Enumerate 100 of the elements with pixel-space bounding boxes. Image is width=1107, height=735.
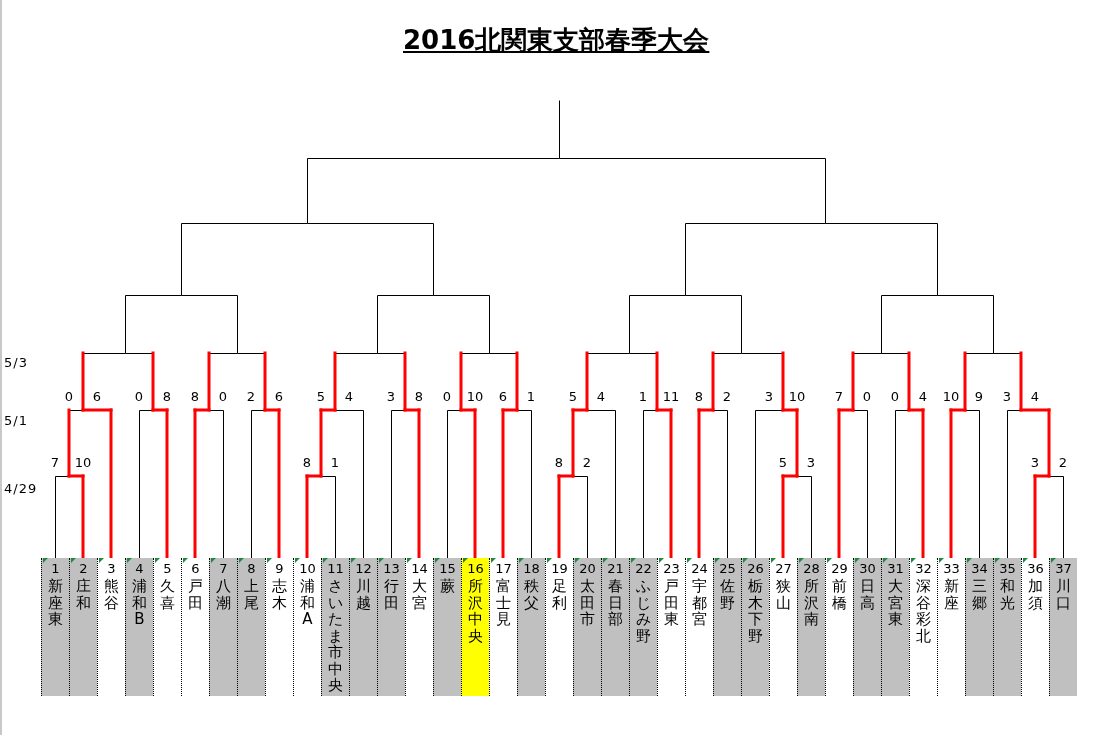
score-label: 8 <box>162 388 172 404</box>
team-name: 浦和A <box>299 578 316 628</box>
team-number: 18 <box>523 561 540 576</box>
team-cell <box>1049 558 1077 696</box>
team-cell <box>713 558 741 696</box>
team-number: 10 <box>299 561 316 576</box>
team-name: 戸田 <box>187 578 204 611</box>
team-name: 春日部 <box>607 578 624 628</box>
score-label: 4 <box>1030 388 1040 404</box>
team-number: 34 <box>971 561 988 576</box>
team-number: 30 <box>859 561 876 576</box>
team-name: 蕨 <box>439 578 456 595</box>
team-name: 栃木下野 <box>747 578 764 644</box>
team-number: 29 <box>831 561 848 576</box>
team-cell <box>377 558 405 696</box>
team-number: 20 <box>579 561 596 576</box>
team-name: 加須 <box>1027 578 1044 611</box>
team-number: 33 <box>943 561 960 576</box>
score-label: 3 <box>1002 388 1012 404</box>
team-number: 15 <box>439 561 456 576</box>
score-label: 5 <box>316 388 326 404</box>
score-label: 6 <box>92 388 102 404</box>
team-cell <box>321 558 349 696</box>
team-number: 24 <box>691 561 708 576</box>
score-label: 0 <box>134 388 144 404</box>
team-name: ふじみ野 <box>635 578 652 644</box>
team-number: 12 <box>355 561 372 576</box>
team-name: 三郷 <box>971 578 988 611</box>
team-number: 4 <box>135 561 144 576</box>
score-label: 8 <box>694 388 704 404</box>
team-name: 深谷彩北 <box>915 578 932 644</box>
score-label: 10 <box>74 454 92 470</box>
team-number: 3 <box>107 561 116 576</box>
score-label: 0 <box>64 388 74 404</box>
team-cell <box>965 558 993 696</box>
team-number: 5 <box>163 561 172 576</box>
team-number: 9 <box>275 561 284 576</box>
score-label: 3 <box>386 388 396 404</box>
team-number: 32 <box>915 561 932 576</box>
team-cell <box>209 558 237 696</box>
team-name: さいたま市中央 <box>327 578 344 694</box>
score-label: 6 <box>498 388 508 404</box>
team-name: 秩父 <box>523 578 540 611</box>
team-name: 太田市 <box>579 578 596 628</box>
team-name: 前橋 <box>831 578 848 611</box>
score-label: 2 <box>1058 454 1068 470</box>
team-number: 25 <box>719 561 736 576</box>
team-name: 宇都宮 <box>691 578 708 628</box>
team-number: 22 <box>635 561 652 576</box>
team-number: 36 <box>1027 561 1044 576</box>
team-name: 富士見 <box>495 578 512 628</box>
round-date-label: 5/3 <box>4 354 28 370</box>
score-label: 8 <box>302 454 312 470</box>
team-name: 浦和B <box>131 578 148 628</box>
score-label: 11 <box>662 388 680 404</box>
team-number: 19 <box>551 561 568 576</box>
score-label: 10 <box>466 388 484 404</box>
team-number: 14 <box>411 561 428 576</box>
score-label: 0 <box>862 388 872 404</box>
team-number: 6 <box>191 561 200 576</box>
round-date-label: 4/29 <box>4 480 38 496</box>
score-label: 5 <box>568 388 578 404</box>
score-label: 3 <box>1030 454 1040 470</box>
team-number: 16 <box>467 561 484 576</box>
team-name: 川越 <box>355 578 372 611</box>
score-label: 2 <box>246 388 256 404</box>
team-number: 21 <box>607 561 624 576</box>
team-cell <box>69 558 97 696</box>
team-number: 8 <box>247 561 256 576</box>
score-label: 3 <box>764 388 774 404</box>
team-cell <box>237 558 265 696</box>
score-label: 10 <box>942 388 960 404</box>
team-name: 狭山 <box>775 578 792 611</box>
team-name: 大宮東 <box>887 578 904 628</box>
score-label: 0 <box>442 388 452 404</box>
team-name: 庄和 <box>75 578 92 611</box>
team-number: 13 <box>383 561 400 576</box>
team-cell <box>433 558 461 696</box>
team-name: 和光 <box>999 578 1016 611</box>
score-label: 8 <box>414 388 424 404</box>
team-name: 所沢中央 <box>467 578 484 644</box>
team-cell <box>517 558 545 696</box>
team-number: 26 <box>747 561 764 576</box>
team-cell <box>741 558 769 696</box>
team-name: 川口 <box>1055 578 1072 611</box>
team-name: 佐野 <box>719 578 736 611</box>
team-cell <box>41 558 69 696</box>
round-date-label: 5/1 <box>4 412 28 428</box>
score-label: 2 <box>582 454 592 470</box>
team-name: 新座東 <box>47 578 64 628</box>
team-cell <box>881 558 909 696</box>
team-cell <box>601 558 629 696</box>
score-label: 1 <box>330 454 340 470</box>
team-cell <box>797 558 825 696</box>
title: 2016北関東支部春季大会 <box>403 24 710 56</box>
score-label: 4 <box>918 388 928 404</box>
team-number: 31 <box>887 561 904 576</box>
team-name: 行田 <box>383 578 400 611</box>
score-label: 10 <box>788 388 806 404</box>
team-number: 2 <box>79 561 88 576</box>
